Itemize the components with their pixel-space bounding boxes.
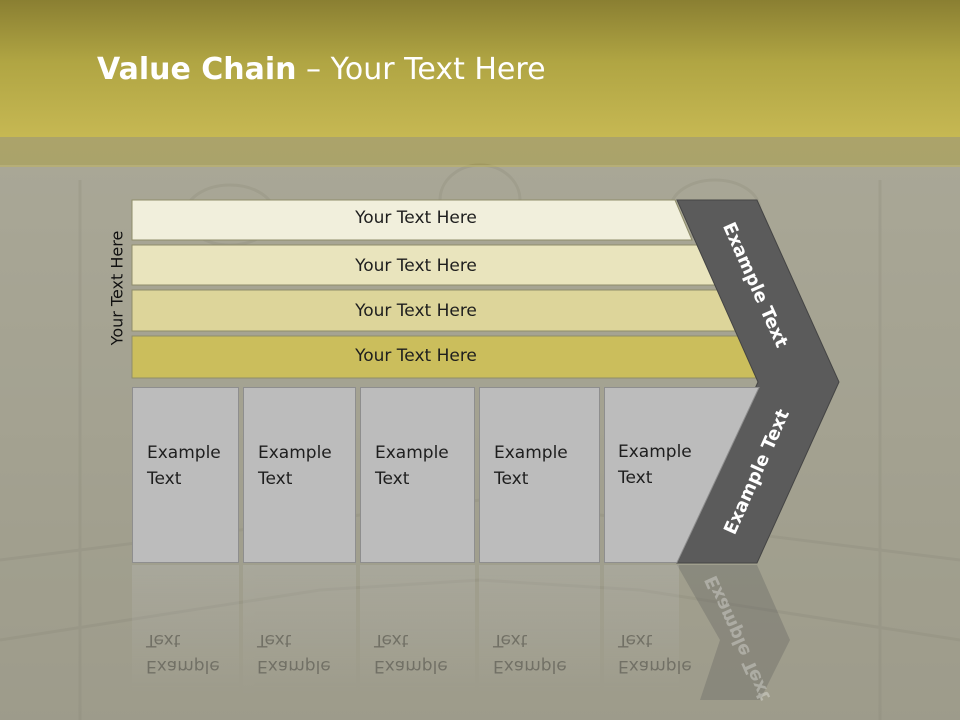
row-label-1: Your Text Here	[355, 208, 477, 228]
column-reflection-label-2: Example Text	[257, 630, 331, 676]
column-reflection-label-1: Example Text	[146, 630, 220, 676]
column-box-1: Example Text	[132, 387, 239, 563]
column-box-2: Example Text	[243, 387, 356, 563]
column-label-3: Example Text	[375, 443, 449, 489]
column-reflection-label-3: Example Text	[374, 630, 448, 676]
title-bold: Value Chain	[97, 52, 297, 87]
row-bar-1	[131, 199, 693, 241]
column-reflection-label-5: Example Text	[618, 630, 692, 676]
column-box-5	[604, 387, 760, 563]
slide-title: Value Chain – Your Text Here	[97, 52, 546, 87]
column-label-4: Example Text	[494, 443, 568, 489]
header-bar	[0, 0, 960, 137]
row-label-3: Your Text Here	[355, 301, 477, 321]
column-reflection-3: Example Text	[360, 565, 475, 695]
row-label-4: Your Text Here	[355, 346, 477, 366]
column-reflection-1: Example Text	[132, 565, 239, 695]
header-band	[0, 137, 960, 167]
column-box-4: Example Text	[479, 387, 600, 563]
column-reflection-2: Example Text	[243, 565, 356, 695]
column-label-1: Example Text	[147, 443, 221, 489]
row-label-2: Your Text Here	[355, 256, 477, 276]
column-reflection-4: Example Text	[479, 565, 600, 695]
column-label-2: Example Text	[258, 443, 332, 489]
title-rest: – Your Text Here	[296, 52, 546, 87]
column-reflection-label-4: Example Text	[493, 630, 567, 676]
column-reflection-5: Example Text	[604, 565, 692, 695]
chevron-arrow	[676, 199, 840, 564]
chevron-reflection	[677, 565, 790, 700]
column-label-5: Example Text	[618, 442, 692, 488]
column-box-3: Example Text	[360, 387, 475, 563]
